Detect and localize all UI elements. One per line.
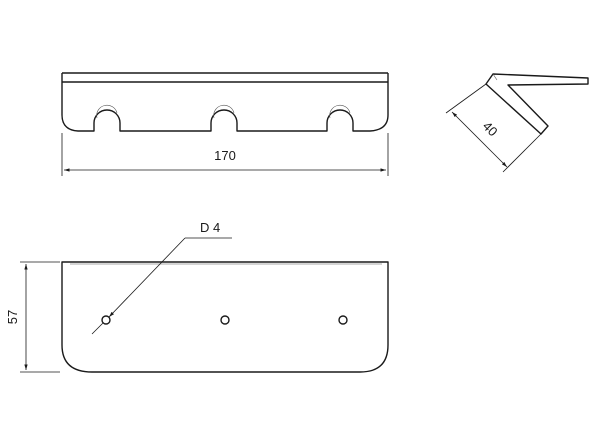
side-view-profile (485, 73, 589, 135)
bottom-view: D 4 57 (5, 220, 389, 373)
hole-diameter-label: D 4 (200, 220, 220, 235)
mounting-hole-3 (338, 315, 348, 325)
leader-line-hole (108, 237, 186, 318)
side-view: 40 (445, 73, 589, 173)
dimension-width-label: 40 (480, 118, 501, 139)
top-view-body-outline (61, 82, 389, 132)
dimension-height-label: 57 (5, 310, 20, 324)
mounting-hole-1 (101, 315, 111, 325)
dimension-line-width (451, 111, 508, 168)
extension-line-side-bottom (502, 133, 542, 173)
extension-line-side-top (445, 83, 487, 114)
top-view: 170 (61, 72, 389, 176)
bottom-view-plate-outline (61, 261, 389, 373)
mounting-hole-2 (220, 315, 230, 325)
dimension-length-label: 170 (214, 148, 236, 163)
